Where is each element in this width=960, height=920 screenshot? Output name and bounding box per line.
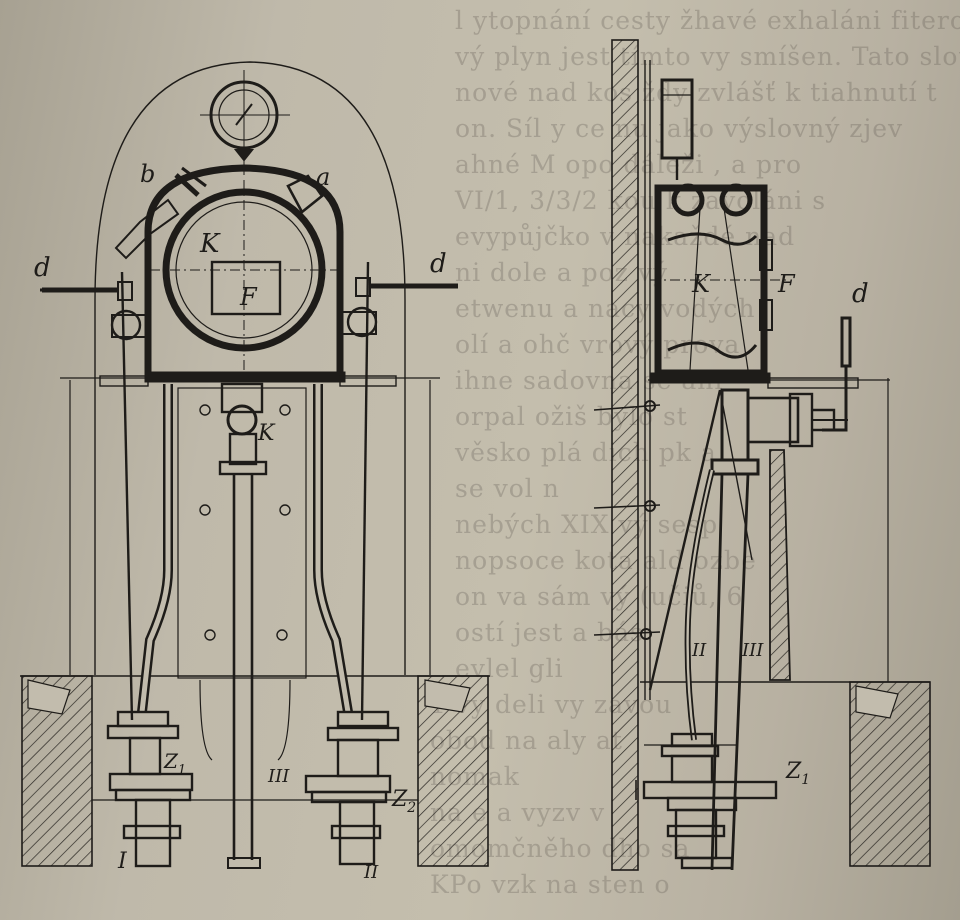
bleed-line: on. Síl y ce nu jako výslovný zjev — [455, 114, 904, 143]
front-elevation-view — [20, 61, 490, 869]
bleed-line: se vol n — [455, 474, 560, 503]
label-d-left: d — [34, 253, 51, 283]
label-ii-left: II — [363, 862, 379, 883]
label-f-section: F — [777, 270, 796, 298]
side-section-view — [593, 39, 931, 871]
bleed-line: KPo vzk na sten o — [430, 870, 671, 899]
label-k-center: K — [257, 421, 276, 446]
label-f-firebox: F — [239, 283, 258, 311]
label-k-section: K — [691, 270, 712, 298]
central-junction-k — [218, 382, 268, 476]
bleed-line: on va sám vý (učiů, 6 — [455, 582, 744, 611]
left-fitting-b — [114, 166, 207, 260]
label-ii-section: II — [691, 640, 707, 661]
label-iii-section: III — [741, 640, 764, 661]
label-a: a — [316, 163, 330, 191]
side-flange-stack — [642, 732, 778, 870]
right-flange-stack — [304, 710, 400, 866]
left-side-valve — [40, 281, 149, 341]
label-z1-section: Z1 — [785, 759, 810, 788]
bleed-line: nebých XIX vý sesp — [455, 510, 719, 539]
bleed-line: vý plyn jest tímto vy smíšen. Tato slouž… — [455, 42, 960, 71]
label-i: I — [117, 849, 128, 874]
bleed-line: etwenu a nacy vodých — [455, 294, 756, 323]
bleed-line: l ytopnání cesty žhavé exhaláni fiterové… — [455, 6, 960, 35]
label-d-section: d — [852, 279, 869, 309]
label-d-right: d — [430, 249, 447, 279]
drawing-labels: a b K F d d K Z1 Z2 III I II K F d II II… — [34, 160, 869, 883]
bleed-line: orpal ožiš bylo st — [455, 402, 688, 431]
bleed-line: nopsoce kota ald ozbe — [455, 546, 757, 575]
bleed-line: věsko plá dich pk a — [455, 438, 717, 467]
label-z1-left: Z1 — [163, 749, 186, 778]
label-z2: Z2 — [391, 787, 416, 816]
left-flange-stack — [106, 710, 194, 868]
bleed-line: nové nad kos ždy zvlášť k tiahnutí t — [455, 78, 938, 107]
label-b: b — [140, 160, 155, 188]
right-side-valve — [339, 277, 458, 338]
hatched-wall — [611, 39, 639, 871]
label-iii-left: III — [267, 766, 290, 787]
boiler-section — [650, 183, 790, 377]
pressure-gauge-icon — [200, 70, 290, 175]
label-k-head: K — [199, 229, 221, 259]
